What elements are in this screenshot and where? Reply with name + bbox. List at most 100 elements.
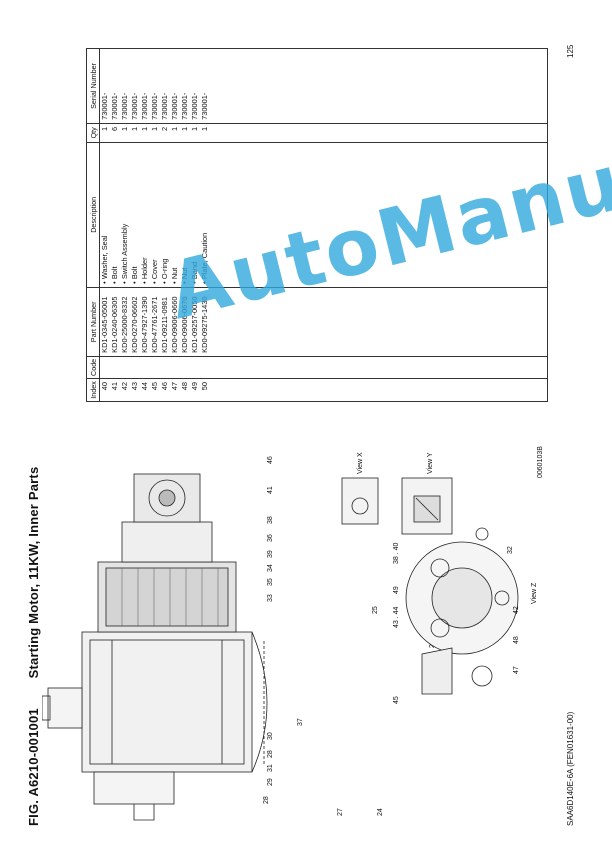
callouts-right: 28 29 31 28 30 37 33 35 34 39 36 38 41 4… [263,456,436,804]
filler-cell [210,378,548,402]
page-number: 125 [566,44,575,58]
drawing-code: 0060103B [537,446,544,478]
callout: 33 [267,594,274,602]
cell-part-number: KD0-47761-2671 [150,287,160,357]
callout: 18 [42,716,44,724]
cell-index: 48 [180,378,190,402]
cell-index: 47 [170,378,180,402]
cell-index: 45 [150,378,160,402]
cell-qty: 1 [99,123,110,143]
cell-code [140,356,150,379]
callout: 31 [267,764,274,772]
cell-qty: 1 [140,123,150,143]
callout: 43 . 44 [393,606,400,628]
callout: 24 [377,808,384,816]
table-row: 41 KD1-0240-06305 • Bolt 6 730001- [110,48,120,402]
cell-qty: 6 [110,123,120,143]
cell-part-number: KD0-25000-8332 [120,287,130,357]
document-code: SAA6D140E-6A (FEN01631-00) [566,711,575,826]
callout: 30 [267,732,274,740]
figure-number: FIG. A6210-001001 [26,708,41,826]
cell-serial-number: 730001- [130,48,140,124]
table-row: 43 KD0-0270-06602 • Bolt 1 730001- [130,48,140,402]
callout: 47 [513,666,520,674]
figure-name: Starting Motor, 11KW, Inner Parts [26,466,41,679]
callout: 38 [267,516,274,524]
cell-qty: 1 [130,123,140,143]
cell-index: 41 [110,378,120,402]
cell-qty: 2 [160,123,170,143]
cell-serial-number: 730001- [120,48,130,124]
parts-drawing: 27 24 22 21 20 19 18 17 16 15 14 13 12 1… [42,446,544,821]
callout: 14 [42,650,44,658]
callout: 13 [42,636,44,644]
filler-cell [210,356,548,379]
cell-index: 40 [99,378,110,402]
view-y-label: View Y [427,452,434,474]
cell-code [180,356,190,379]
callout: 28 [263,796,270,804]
cell-serial-number: 730001- [180,48,190,124]
cell-qty: 1 [150,123,160,143]
cell-qty: 1 [200,123,210,143]
view-x: View X [341,452,379,525]
callout: 7 [42,538,44,542]
cell-index: 44 [140,378,150,402]
callout: 17 [42,700,44,708]
cell-code [170,356,180,379]
cell-description: • Washer, Seal [99,142,110,288]
callout: 27 [337,808,344,816]
callout: 48 [513,636,520,644]
cell-qty: 1 [180,123,190,143]
cell-index: 42 [120,378,130,402]
callout: 38 . 40 [393,542,400,564]
table-row: 42 KD0-25000-8332 • Switch Assembly 1 73… [120,48,130,402]
view-z-label: View Z [531,582,538,604]
table-row: 44 KD0-47927-1390 • Holder 1 730001- [140,48,150,402]
callouts-top: 27 24 22 21 20 19 18 17 16 15 14 13 12 1… [42,538,384,816]
cell-part-number: KD1-09211-0981 [160,287,170,357]
cell-code [130,356,140,379]
cell-part-number: KD0-47927-1390 [140,287,150,357]
callout: 39 [267,550,274,558]
header-description: Description [86,142,100,288]
callout: 49 [393,586,400,594]
table-row: 45 KD0-47761-2671 • Cover 1 730001- [150,48,160,402]
cell-code [200,356,210,379]
cell-serial-number: 730001- [110,48,120,124]
callout: 35 [267,578,274,586]
cell-serial-number: 730001- [160,48,170,124]
cell-index: 49 [190,378,200,402]
cell-serial-number: 730001- [150,48,160,124]
callout: 28 [267,750,274,758]
cell-part-number: KD0-0270-06602 [130,287,140,357]
callout: 12 [42,620,44,628]
filler-cell [210,48,548,124]
cell-description: • Bolt [110,142,120,288]
callout: 20 [42,754,44,762]
header-qty: Qty [86,123,100,143]
callout: 9 [42,568,44,572]
filler-cell [210,123,548,143]
callout: 19 [42,732,44,740]
callout: 42 [513,606,520,614]
callout: 21 [42,770,44,778]
cell-serial-number: 730001- [140,48,150,124]
callout: 10 [42,580,44,588]
callout: 45 [393,696,400,704]
cell-part-number: KD1-0240-06305 [110,287,120,357]
cell-qty: 1 [120,123,130,143]
callout: 29 [267,778,274,786]
cell-index: 46 [160,378,170,402]
callout: 8 [42,552,44,556]
table-row: 48 KD0-09006-0670 • Nut 1 730001- [180,48,190,402]
callout: 32 [507,546,514,554]
view-y: View Y [401,452,453,535]
cell-code [160,356,170,379]
callout: 46 [267,456,274,464]
cell-code [99,356,110,379]
header-code: Code [86,356,100,379]
cell-description: • Holder [140,142,150,288]
callout: 22 [42,786,44,794]
